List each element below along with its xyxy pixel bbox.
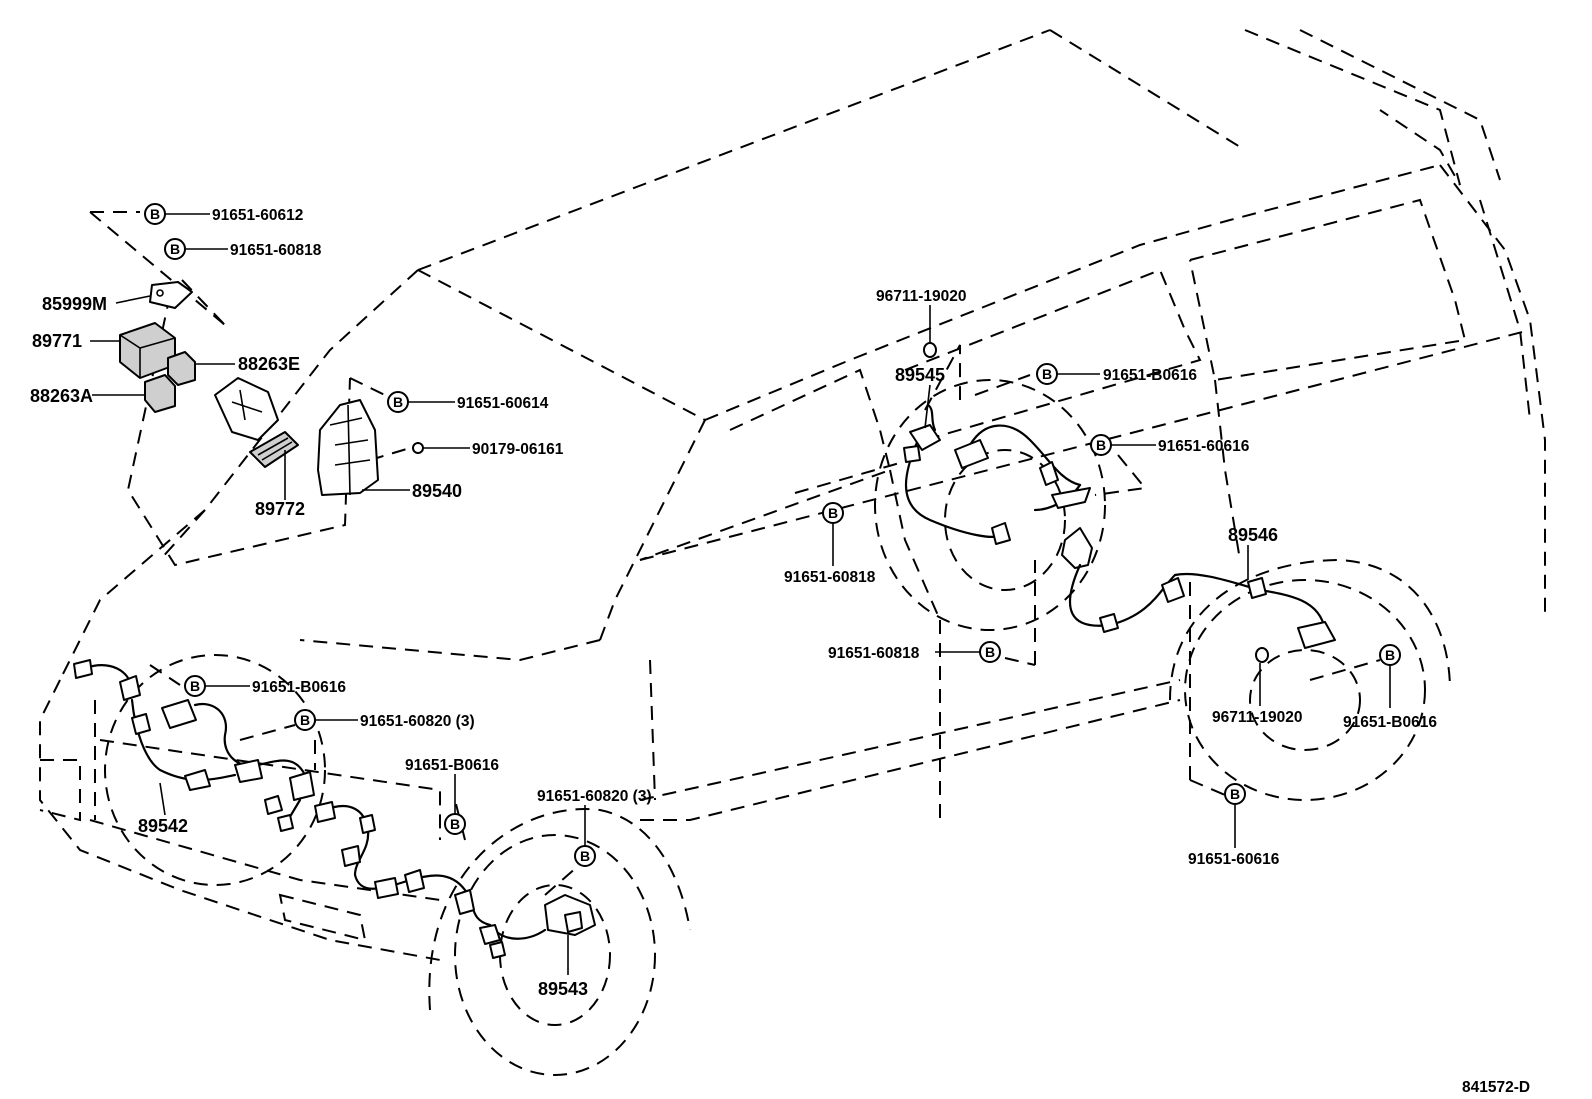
- relay-88263A: [144, 374, 176, 413]
- bolt-marker: B: [822, 502, 844, 524]
- bolt-marker: B: [164, 238, 186, 260]
- label-96711-19020: 96711-19020: [876, 288, 967, 305]
- bolt-marker: B: [1224, 783, 1246, 805]
- label-91651-60818: 91651-60818: [784, 569, 876, 586]
- svg-text:B: B: [1230, 786, 1240, 802]
- label-85999M: 85999M: [42, 294, 107, 314]
- svg-text:B: B: [1042, 366, 1052, 382]
- bolt-marker: B: [574, 845, 596, 867]
- relay-88263E: [167, 351, 196, 386]
- label-89545: 89545: [895, 365, 945, 385]
- label-91651-60818: 91651-60818: [230, 242, 322, 259]
- label-91651-B0616: 91651-B0616: [405, 757, 499, 774]
- label-89771: 89771: [32, 331, 82, 351]
- bolt-marker: B: [1090, 434, 1112, 456]
- vehicle-body-outline: [39, 29, 1546, 1076]
- abs-ecu-89540: [317, 399, 379, 496]
- bolt-marker: B: [444, 813, 466, 835]
- label-89546: 89546: [1228, 525, 1278, 545]
- svg-text:B: B: [393, 394, 403, 410]
- label-91651-B0616: 91651-B0616: [1343, 714, 1437, 731]
- label-91651-60616: 91651-60616: [1188, 851, 1280, 868]
- bolt-marker: B: [184, 675, 206, 697]
- speed-sensor-89543: [314, 801, 596, 959]
- svg-text:B: B: [828, 505, 838, 521]
- svg-text:B: B: [985, 644, 995, 660]
- label-91651-60616: 91651-60616: [1158, 438, 1250, 455]
- svg-text:B: B: [150, 206, 160, 222]
- group-boundaries: [89, 211, 1381, 896]
- label-89772: 89772: [255, 499, 305, 519]
- figure-code: 841572-D: [1462, 1079, 1530, 1096]
- part-labels: 91651-60612 91651-60818 85999M 89771 882…: [30, 207, 1530, 1096]
- bolt-marker: B: [979, 641, 1001, 663]
- svg-text:B: B: [190, 678, 200, 694]
- svg-text:B: B: [300, 712, 310, 728]
- speed-sensor-89542: [73, 659, 315, 832]
- label-91651-60614: 91651-60614: [457, 395, 549, 412]
- svg-text:B: B: [170, 241, 180, 257]
- bracket-85999M: [149, 281, 193, 309]
- label-88263E: 88263E: [238, 354, 300, 374]
- connector-89772: [249, 431, 299, 468]
- o-ring-96711-top: [923, 342, 937, 358]
- label-91651-60818: 91651-60818: [828, 645, 920, 662]
- nut-90179: [412, 442, 424, 454]
- label-91651-B0616: 91651-B0616: [1103, 367, 1197, 384]
- label-91651-B0616: 91651-B0616: [252, 679, 346, 696]
- speed-sensor-89545: [903, 403, 1091, 545]
- bolt-marker: B: [387, 391, 409, 413]
- label-88263A: 88263A: [30, 386, 93, 406]
- speed-sensor-89546: [1061, 527, 1336, 649]
- bolt-marker: B: [144, 203, 166, 225]
- label-91651-60820: 91651-60820 (3): [537, 788, 652, 805]
- relay-89771: [119, 322, 176, 379]
- label-89542: 89542: [138, 816, 188, 836]
- label-90179-06161: 90179-06161: [472, 441, 564, 458]
- bolt-marker: B: [1379, 644, 1401, 666]
- o-ring-96711-low: [1255, 647, 1269, 663]
- label-89540: 89540: [412, 481, 462, 501]
- bolt-marker: B: [1036, 363, 1058, 385]
- svg-text:B: B: [450, 816, 460, 832]
- leader-lines: [90, 213, 1391, 975]
- svg-text:B: B: [580, 848, 590, 864]
- label-96711-19020: 96711-19020: [1212, 709, 1303, 726]
- label-89543: 89543: [538, 979, 588, 999]
- label-91651-60820: 91651-60820 (3): [360, 713, 475, 730]
- svg-text:B: B: [1385, 647, 1395, 663]
- relay-bracket: [214, 377, 279, 441]
- svg-text:B: B: [1096, 437, 1106, 453]
- label-91651-60612: 91651-60612: [212, 207, 303, 224]
- bolt-marker: B: [294, 709, 316, 731]
